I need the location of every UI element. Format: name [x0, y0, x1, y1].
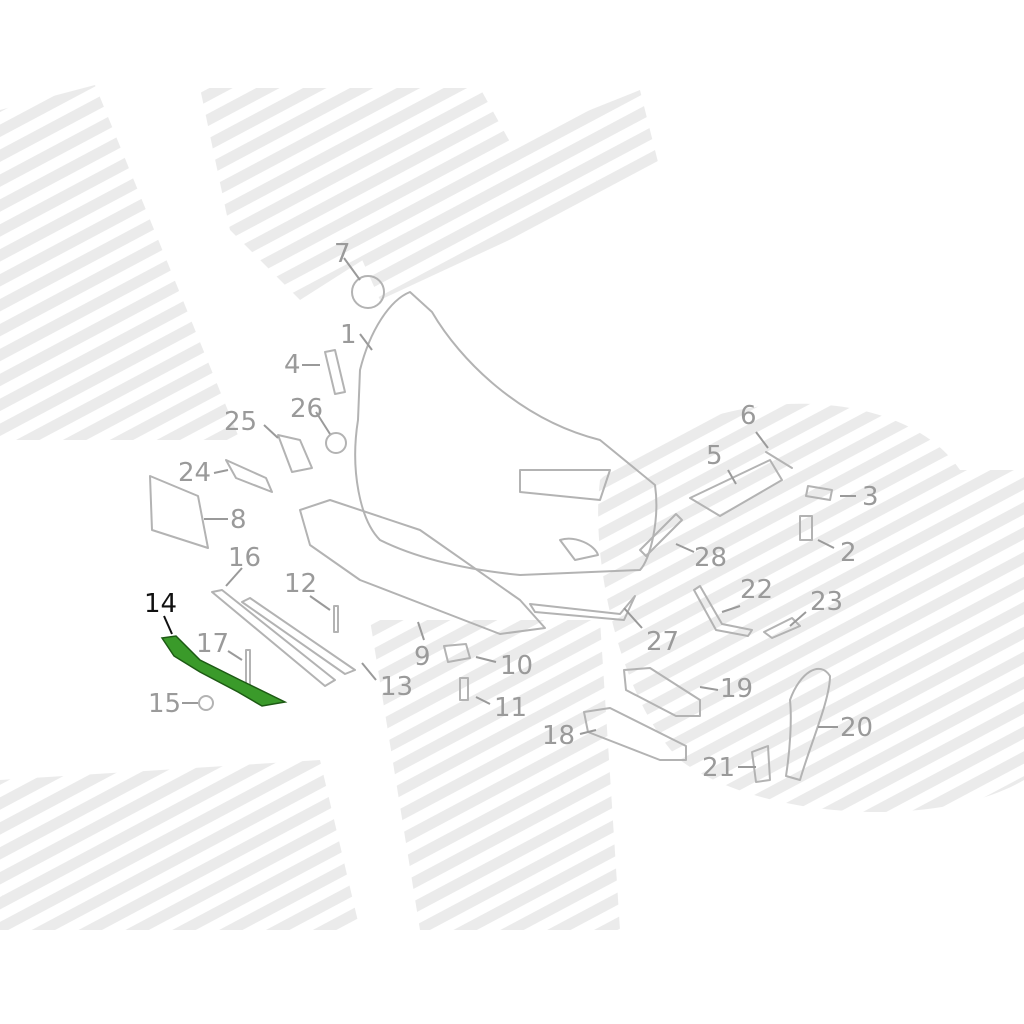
callout-12: 12: [284, 569, 317, 599]
watermark: [0, 85, 1024, 930]
callout-2: 2: [840, 538, 857, 568]
callout-18: 18: [542, 721, 575, 751]
callout-10: 10: [500, 651, 533, 681]
callout-24: 24: [178, 458, 211, 488]
callout-1: 1: [340, 320, 357, 350]
leader-lines: [163, 257, 856, 768]
callout-11: 11: [494, 693, 527, 723]
callout-17: 17: [196, 629, 229, 659]
callout-7: 7: [334, 239, 351, 269]
callout-labels: 7 1 4 26 25 24 8 16 12 14 17 15 9 10 11 …: [144, 239, 879, 783]
callout-27: 27: [646, 627, 679, 657]
callout-21: 21: [702, 753, 735, 783]
callout-3: 3: [862, 482, 879, 512]
callout-20: 20: [840, 713, 873, 743]
callout-16: 16: [228, 543, 261, 573]
callout-13: 13: [380, 672, 413, 702]
callout-5: 5: [706, 441, 723, 471]
callout-25: 25: [224, 407, 257, 437]
callout-14: 14: [144, 589, 177, 619]
callout-4: 4: [284, 350, 301, 380]
callout-6: 6: [740, 401, 757, 431]
callout-15: 15: [148, 689, 181, 719]
callout-8: 8: [230, 505, 247, 535]
part-14-highlight: [160, 635, 288, 707]
callout-28: 28: [694, 543, 727, 573]
callout-22: 22: [740, 575, 773, 605]
callout-23: 23: [810, 587, 843, 617]
callout-19: 19: [720, 674, 753, 704]
callout-9: 9: [414, 642, 431, 672]
callout-26: 26: [290, 394, 323, 424]
